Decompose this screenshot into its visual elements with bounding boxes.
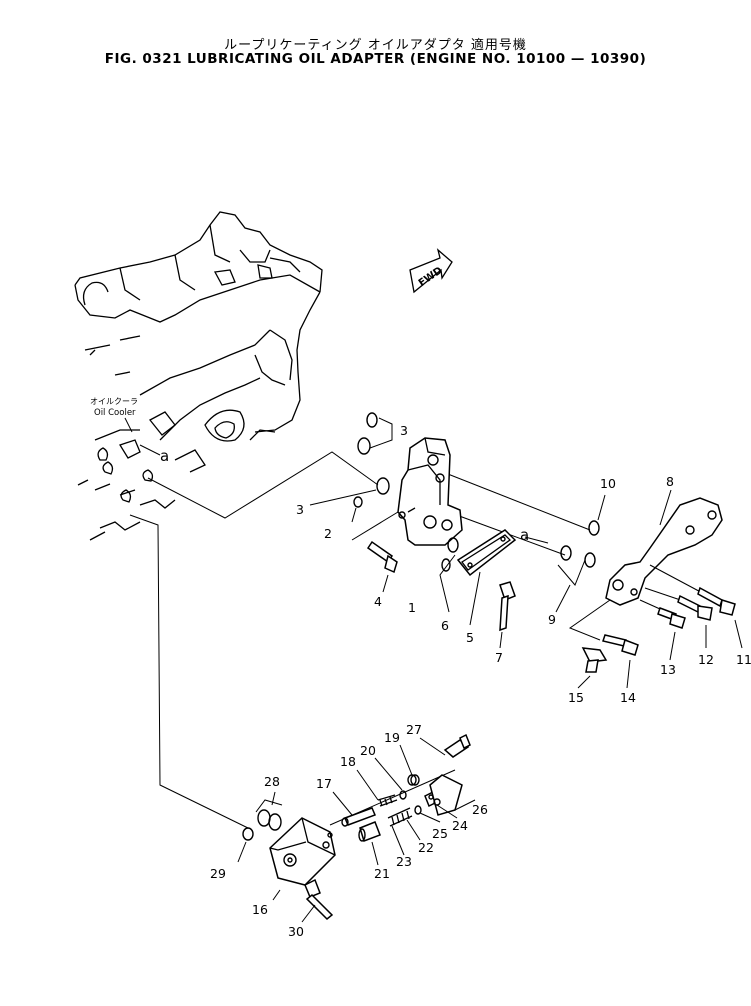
cover-plate-part-5 (456, 529, 517, 626)
callout-7: 7 (495, 650, 503, 665)
callout-4: 4 (374, 594, 382, 609)
engine-label: Oil Cooler (94, 408, 136, 418)
plate-part-26 (429, 774, 476, 816)
callout-8: 8 (666, 474, 674, 489)
bolts-bracket (568, 564, 743, 689)
lower-leaders (332, 744, 458, 866)
callout-11: 11 (736, 652, 751, 667)
bolt-part-30 (301, 878, 334, 923)
figure-title: FIG. 0321 LUBRICATING OIL ADAPTER (ENGIN… (104, 51, 647, 67)
engine-label-japanese: オイルクーラ (90, 397, 138, 406)
o-rings-28-29 (237, 791, 283, 863)
callout-23: 23 (396, 854, 412, 869)
callout-14: 14 (620, 690, 636, 705)
callout-19: 19 (384, 730, 400, 745)
callout-9: 9 (548, 612, 556, 627)
fwd-label: FWD (417, 265, 445, 289)
bolt-part-27 (419, 733, 471, 758)
callout-18: 18 (340, 754, 356, 769)
bracket-part-8 (605, 489, 723, 606)
callout-27: 27 (406, 722, 422, 737)
callout-22: 22 (418, 840, 434, 855)
callout-26: 26 (472, 802, 488, 817)
callout-28: 28 (264, 774, 280, 789)
connection-marker-engine: a (160, 447, 169, 465)
callout-21: 21 (374, 866, 390, 881)
callout-3-lower: 3 (296, 502, 304, 517)
callout-29: 29 (210, 866, 226, 881)
callout-2: 2 (324, 526, 332, 541)
connection-marker-adapter: a (520, 526, 529, 544)
o-ring-part-10 (588, 494, 606, 536)
o-rings-9 (555, 545, 596, 613)
callout-15: 15 (568, 690, 584, 705)
figure-title-japanese: ループリケーティング オイルアダプタ 適用号機 (224, 38, 527, 53)
adapter-body-part-1 (397, 437, 463, 546)
callout-24: 24 (452, 818, 468, 833)
connection-lines: a (129, 451, 591, 829)
callout-1: 1 (408, 600, 416, 615)
bolt-part-4 (351, 511, 399, 593)
callout-numbers: 1 2 3 3 4 5 6 7 8 9 10 11 12 13 14 15 16… (210, 423, 751, 939)
fwd-arrow-icon: FWD (409, 248, 453, 294)
callout-3-upper: 3 (400, 423, 408, 438)
callout-10: 10 (600, 476, 616, 491)
callout-30: 30 (288, 924, 304, 939)
callout-5: 5 (466, 630, 474, 645)
o-rings-left (309, 412, 393, 523)
callout-16: 16 (252, 902, 268, 917)
bolt-part-7 (499, 581, 516, 649)
callout-12: 12 (698, 652, 714, 667)
callout-25: 25 (432, 826, 448, 841)
callout-13: 13 (660, 662, 676, 677)
valve-housing-part-16 (269, 817, 336, 901)
callout-20: 20 (360, 743, 376, 758)
callout-6: 6 (441, 618, 449, 633)
gasket-part-6 (439, 537, 459, 613)
engine-block: オイルクーラ Oil Cooler a (74, 211, 323, 541)
callout-17: 17 (316, 776, 332, 791)
